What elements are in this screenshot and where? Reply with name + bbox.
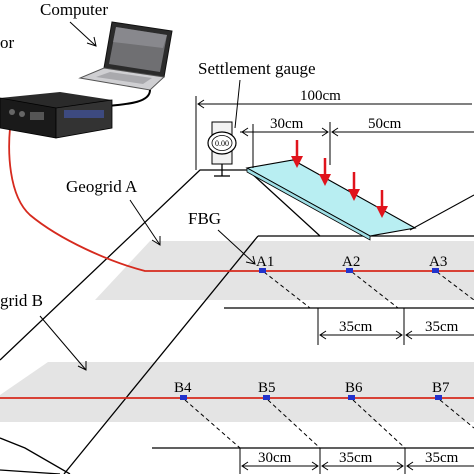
sensor-marks-a: [259, 268, 439, 273]
computer-label: Computer: [40, 0, 108, 19]
computer-leader-line: [69, 21, 97, 47]
settlement-gauge-label: Settlement gauge: [198, 59, 316, 78]
fbg-label: FBG: [188, 209, 221, 228]
sensor-label-b7: B7: [432, 380, 450, 396]
spacing-b-2: 35cm: [339, 450, 373, 466]
settlement-gauge: [207, 121, 237, 177]
interrogator-label-fragment: or: [0, 33, 15, 52]
spacing-b-3: 35cm: [425, 450, 459, 466]
computer-arrowhead: [86, 36, 97, 47]
geogrid-a-leader: [129, 199, 161, 246]
gauge-readout: 0.00: [215, 139, 229, 148]
interrogator-icon: [0, 92, 113, 139]
sensor-label-b6: B6: [345, 380, 363, 396]
spacing-b-1: 30cm: [258, 450, 292, 466]
fbg-arrowhead: [245, 255, 256, 265]
sensor-label-a1: A1: [256, 254, 274, 270]
sensor-label-b5: B5: [258, 380, 276, 396]
spacing-a-1: 35cm: [339, 319, 373, 335]
fiber-cable: [8, 127, 474, 272]
top-dimensions: [195, 96, 474, 170]
embankment-outline: [0, 169, 474, 474]
sensor-label-a3: A3: [429, 254, 447, 270]
spacing-dimensions-a: [317, 308, 474, 345]
fbg-leader: [217, 229, 256, 265]
dimension-total: 100cm: [300, 88, 341, 104]
geogrid-b-arrowhead: [77, 361, 87, 371]
geogrid-b-leader: [39, 315, 87, 371]
laptop-icon: [78, 21, 173, 91]
sensor-label-b4: B4: [174, 380, 192, 396]
dimension-left: 30cm: [270, 116, 304, 132]
geogrid-b-label: grid B: [0, 291, 43, 310]
plate-leader-line: [409, 194, 474, 231]
dashed-guides-a: [263, 271, 474, 309]
sensor-label-a2: A2: [342, 254, 360, 270]
geogrid-a-arrowhead: [151, 236, 161, 246]
geogrid-a-label: Geogrid A: [66, 177, 138, 196]
data-cable: [107, 89, 151, 107]
dimension-right: 50cm: [368, 116, 402, 132]
dashed-guides-b: [184, 399, 474, 449]
spacing-dimensions-b: [239, 448, 474, 474]
geogrid-b-band: [0, 362, 474, 422]
spacing-a-2: 35cm: [425, 319, 459, 335]
load-arrows: [291, 140, 388, 218]
sensor-marks-b: [180, 395, 442, 400]
load-plate: [245, 159, 417, 237]
load-plate-edge: [246, 167, 371, 241]
